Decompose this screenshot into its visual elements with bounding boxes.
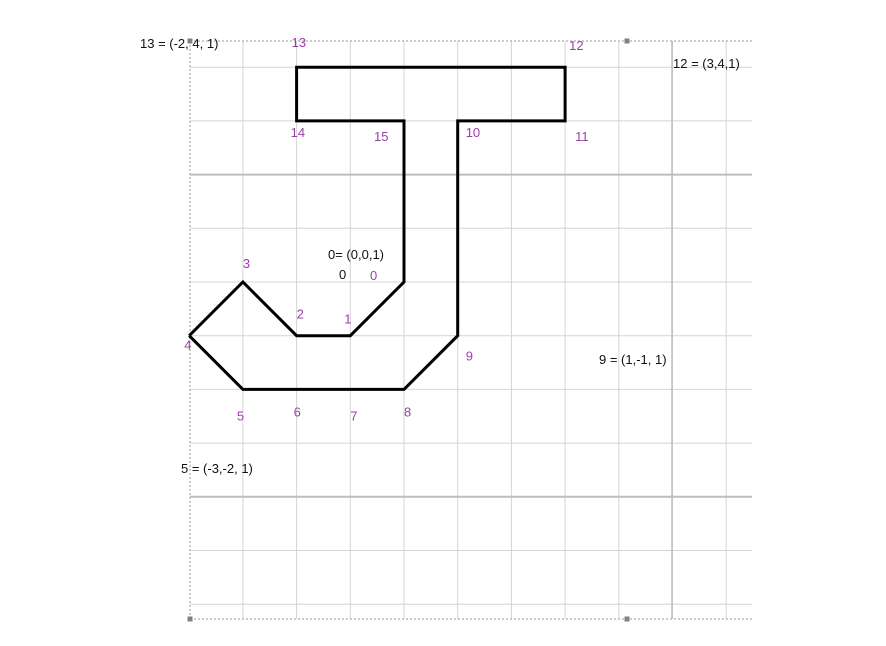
- selection-handle[interactable]: [187, 38, 193, 44]
- vertex-label: 10: [466, 125, 480, 140]
- annotation-vertex-13: 13 = (-2, 4, 1): [140, 36, 218, 51]
- canvas-border: [189, 40, 752, 620]
- selection-handles[interactable]: [187, 38, 630, 622]
- origin-marker: 0: [339, 267, 346, 282]
- vertex-label: 4: [184, 338, 191, 353]
- vertex-label: 3: [243, 256, 250, 271]
- vertex-label: 7: [350, 408, 357, 423]
- vertex-label: 0: [370, 268, 377, 283]
- annotation-vertex-5: 5 = (-3,-2, 1): [181, 461, 253, 476]
- vertex-label: 5: [237, 408, 244, 423]
- j-shape-outline: [188, 65, 567, 391]
- vertex-label: 6: [294, 404, 301, 419]
- selection-handle[interactable]: [624, 38, 630, 44]
- vertex-label: 13: [292, 35, 306, 50]
- annotation-vertex-0: 0= (0,0,1): [328, 247, 384, 262]
- vertex-label: 11: [575, 129, 589, 144]
- selection-handle[interactable]: [187, 616, 193, 622]
- vertex-label: 15: [374, 129, 388, 144]
- annotation-vertex-9: 9 = (1,-1, 1): [599, 352, 667, 367]
- selection-handle[interactable]: [624, 616, 630, 622]
- annotation-vertex-12: 12 = (3,4,1): [673, 56, 740, 71]
- vertex-label: 14: [291, 125, 305, 140]
- vertex-label: 12: [569, 38, 583, 53]
- vertex-label: 2: [297, 307, 304, 322]
- vertex-label: 8: [404, 404, 411, 419]
- vertex-label: 1: [344, 312, 351, 327]
- vertex-label: 9: [466, 349, 473, 364]
- grid: [190, 41, 752, 619]
